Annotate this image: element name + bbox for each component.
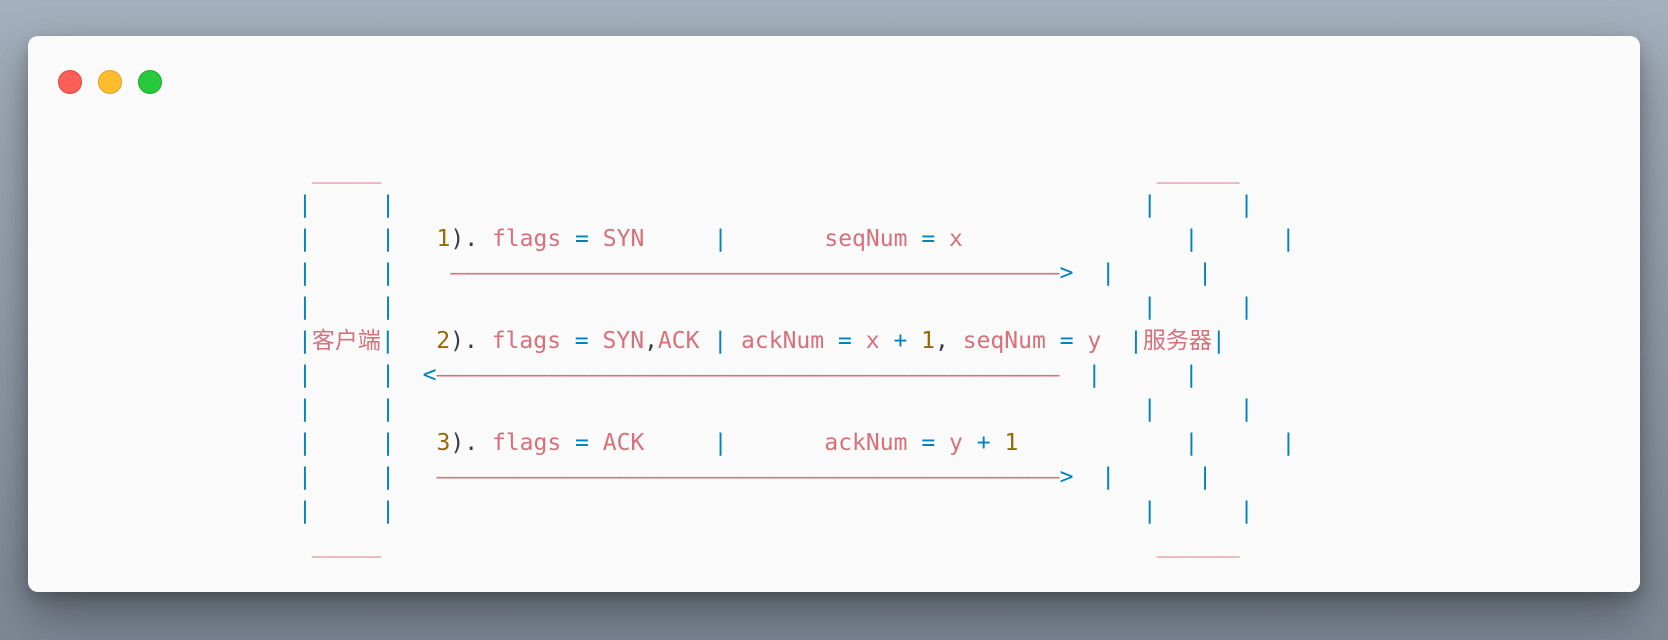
code-line: _____ ______ — [311, 532, 1240, 558]
minimize-window-button[interactable] — [98, 70, 122, 94]
code-line: | | <———————————————————————————————————… — [298, 362, 1199, 388]
code-line: _____ ______ — [311, 158, 1240, 184]
code-line: | | | | — [298, 396, 1254, 422]
step-1-flags: SYN — [602, 226, 645, 252]
step-2-number: 2 — [436, 328, 451, 354]
server-label: 服务器 — [1142, 328, 1212, 354]
step-3-number: 3 — [436, 430, 451, 456]
code-line: |客户端| 2). flags = SYN,ACK | ackNum = x +… — [298, 328, 1226, 354]
code-line: | | | | — [298, 498, 1254, 524]
maximize-window-button[interactable] — [138, 70, 162, 94]
client-label: 客户端 — [311, 328, 381, 354]
step-3-flags: ACK — [602, 430, 645, 456]
tcp-handshake-diagram: _____ ______ | | | | | | 1). flags = SYN |… — [298, 154, 1295, 562]
code-line: | | | | — [298, 192, 1254, 218]
code-line: | | 3). flags = ACK | ackNum = y + 1 | | — [298, 430, 1296, 456]
step-1-number: 1 — [436, 226, 451, 252]
code-line: | | 1). flags = SYN | seqNum = x | | — [298, 226, 1296, 252]
close-window-button[interactable] — [58, 70, 82, 94]
code-window: _____ ______ | | | | | | 1). flags = SYN |… — [28, 36, 1640, 592]
code-line: | | ————————————————————————————————————… — [298, 260, 1213, 286]
code-line: | | | | — [298, 294, 1254, 320]
code-line: | | ————————————————————————————————————… — [298, 464, 1213, 490]
